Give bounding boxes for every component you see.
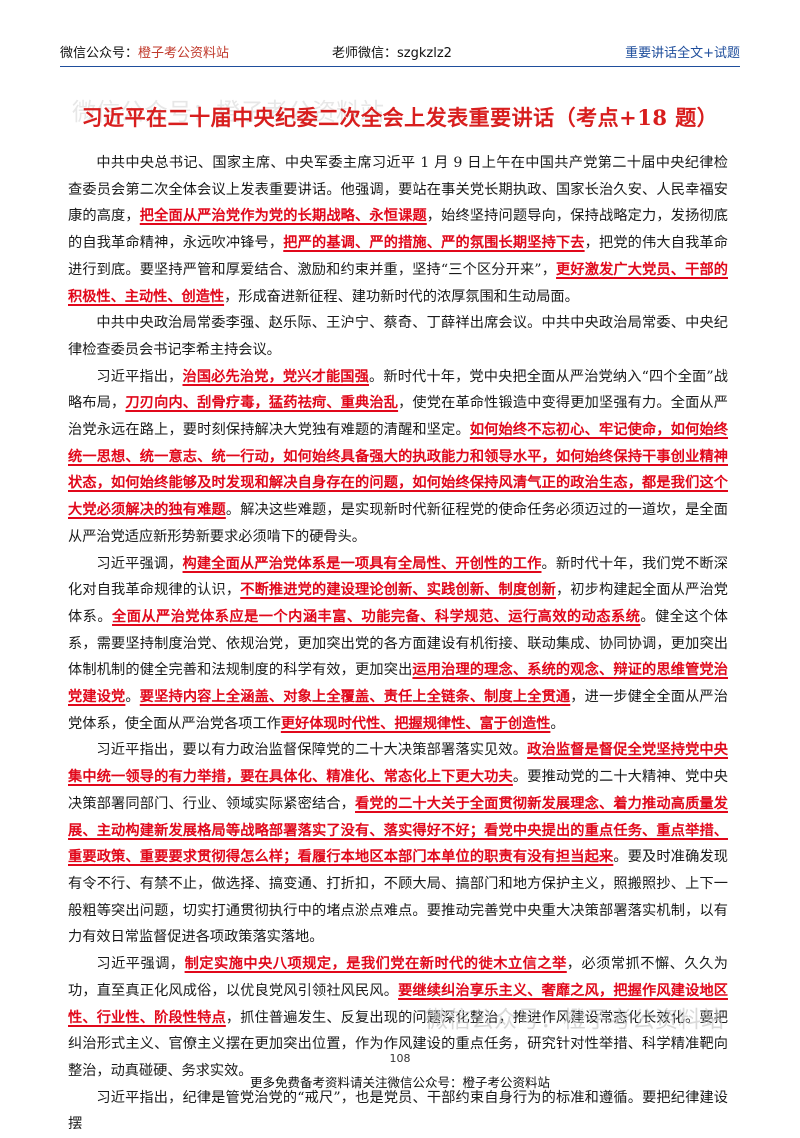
key-phrase-highlight: 全面从严治党体系应是一个内涵丰富、功能完备、科学规范、运行高效的动态系统 xyxy=(112,608,641,625)
body-text: ，必须常抓不懈、久久为功，直至真正化风成俗，以优良党风引领社风民风。 xyxy=(68,956,728,999)
header-account-name: 橙子考公资料站 xyxy=(138,46,230,61)
header-divider xyxy=(60,66,740,67)
body-text: ，抓住普遍发生、反复出现的问题深化整治，推进作风建设常态化长效化。要把纠治形式主… xyxy=(68,1009,728,1079)
body-text: ，进一步健全全面从严治党体系，使全面从严治党各项工作 xyxy=(68,689,728,732)
body-text: 中共中央政治局常委李强、赵乐际、王沪宁、蔡奇、丁薛祥出席会议。中共中央政治局常委… xyxy=(68,315,728,358)
key-phrase-highlight: 运用治理的理念、系统的观念、辩证的思维管党治党建设党 xyxy=(68,662,728,706)
key-phrase-highlight: 刀刃向内、刮骨疗毒，猛药祛疴、重典治乱 xyxy=(125,395,399,412)
body-text: 。新时代十年，党中央把全面从严治党纳入“四个全面”战略布局， xyxy=(68,368,728,412)
document-title: 习近平在二十届中央纪委二次全会上发表重要讲话（考点+18 题） xyxy=(81,105,719,130)
header-wechat-account: 微信公众号：橙子考公资料站 xyxy=(60,46,230,61)
paragraph: 中共中央总书记、国家主席、中央军委主席习近平 1 月 9 日上午在中国共产党第二… xyxy=(68,150,728,310)
paragraph: 习近平强调，制定实施中央八项规定，是我们党在新时代的徙木立信之举，必须常抓不懈、… xyxy=(68,951,728,1085)
page-footer: 更多免费备考资料请关注微信公众号：橙子考公资料站 xyxy=(249,1075,550,1090)
body-text: 习近平指出，要以有力政治监督保障党的二十大决策部署落实见效。 xyxy=(96,742,528,759)
article-body: 中共中央总书记、国家主席、中央军委主席习近平 1 月 9 日上午在中国共产党第二… xyxy=(68,150,728,1138)
paragraph: 习近平指出，要以有力政治监督保障党的二十大决策部署落实见效。政治监督是督促全党坚… xyxy=(68,737,728,951)
key-phrase-highlight: 如何始终不忘初心、牢记使命，如何始终统一思想、统一意志、统一行动，如何始终具备强… xyxy=(68,422,728,519)
body-text: 。解决这些难题，是实现新时代新征程党的使命任务必须迈过的一道坎，是全面从严治党适… xyxy=(68,502,728,545)
key-phrase-highlight: 把全面从严治党作为党的长期战略、永恒课题 xyxy=(139,208,427,225)
page-number: 108 xyxy=(389,1052,411,1065)
paragraph: 习近平指出，纪律是管党治党的“戒尺”，也是党员、干部约束自身行为的标准和遵循。要… xyxy=(68,1085,728,1138)
key-phrase-highlight: 政治监督是督促全党坚持党中央集中统一领导的有力举措，要在具体化、精准化、常态化上… xyxy=(68,742,728,786)
body-text: 。要及时准确发现有令不行、有禁不止，做选择、搞变通、打折扣，不顾大局、搞部门和地… xyxy=(68,849,728,946)
key-phrase-highlight: 构建全面从严治党体系是一项具有全局性、开创性的工作 xyxy=(182,555,542,572)
body-text: 习近平指出，纪律是管党治党的“戒尺”，也是党员、干部约束自身行为的标准和遵循。要… xyxy=(68,1089,728,1133)
header-teacher-wechat: 老师微信：szgkzlz2 xyxy=(332,46,452,61)
key-phrase-highlight: 看党的二十大关于全面贯彻新发展理念、着力推动高质量发展、主动构建新发展格局等战略… xyxy=(68,795,728,866)
key-phrase-highlight: 制定实施中央八项规定，是我们党在新时代的徙木立信之举 xyxy=(184,956,567,973)
key-phrase-highlight: 把严的基调、严的措施、严的氛围长期坚持下去 xyxy=(283,235,585,252)
key-phrase-highlight: 更好激发广大党员、干部的积极性、主动性、创造性 xyxy=(68,261,728,305)
body-text: 习近平强调， xyxy=(96,956,185,973)
key-phrase-highlight: 不断推进党的建设理论创新、实践创新、制度创新 xyxy=(240,582,556,599)
body-text: 。新时代十年，我们党不断深化对自我革命规律的认识， xyxy=(68,555,728,599)
key-phrase-highlight: 更好体现时代性、把握规律性、富于创造性 xyxy=(280,715,551,732)
key-phrase-highlight: 要坚持内容上全涵盖、对象上全覆盖、责任上全链条、制度上全贯通 xyxy=(139,689,571,706)
body-text: 习近平指出， xyxy=(96,368,183,385)
body-text: 。 xyxy=(125,689,140,706)
key-phrase-highlight: 治国必先治党，党兴才能国强 xyxy=(182,368,369,385)
body-text: ，初步构建起全面从严治党体系。 xyxy=(68,582,728,625)
paragraph: 中共中央政治局常委李强、赵乐际、王沪宁、蔡奇、丁薛祥出席会议。中共中央政治局常委… xyxy=(68,310,728,363)
key-phrase-highlight: 要继续纠治享乐主义、奢靡之风，把握作风建设地区性、行业性、阶段性特点 xyxy=(68,982,728,1026)
body-text: ，形成奋进新征程、建功新时代的浓厚氛围和生动局面。 xyxy=(224,288,579,305)
page-header: 微信公众号：橙子考公资料站 老师微信：szgkzlz2 重要讲话全文+试题 xyxy=(60,42,740,62)
body-text: 中共中央总书记、国家主席、中央军委主席习近平 1 月 9 日上午在中国共产党第二… xyxy=(68,155,728,225)
header-section-label: 重要讲话全文+试题 xyxy=(625,46,740,61)
body-text: ，使党在革命性锻造中变得更加坚强有力。全面从严治党永远在路上，要时刻保持解决大党… xyxy=(68,395,728,439)
body-text: ，始终坚持问题导向，保持战略定力，发扬彻底的自我革命精神，永远吹冲锋号， xyxy=(68,208,728,252)
body-text: 习近平强调， xyxy=(96,555,183,572)
body-text: ，把党的伟大自我革命进行到底。要坚持严管和厚爱结合、激励和约束并重，坚持“三个区… xyxy=(68,235,728,278)
paragraph: 习近平指出，治国必先治党，党兴才能国强。新时代十年，党中央把全面从严治党纳入“四… xyxy=(68,364,728,551)
body-text: 。 xyxy=(550,715,565,732)
body-text: 。要推动党的二十大精神、党中央决策部署同部门、行业、领域实际紧密结合， xyxy=(68,769,728,812)
paragraph: 习近平强调，构建全面从严治党体系是一项具有全局性、开创性的工作。新时代十年，我们… xyxy=(68,551,728,738)
body-text: 。健全这个体系，需要坚持制度治党、依规治党，更加突出党的各方面建设有机衔接、联动… xyxy=(68,608,728,679)
